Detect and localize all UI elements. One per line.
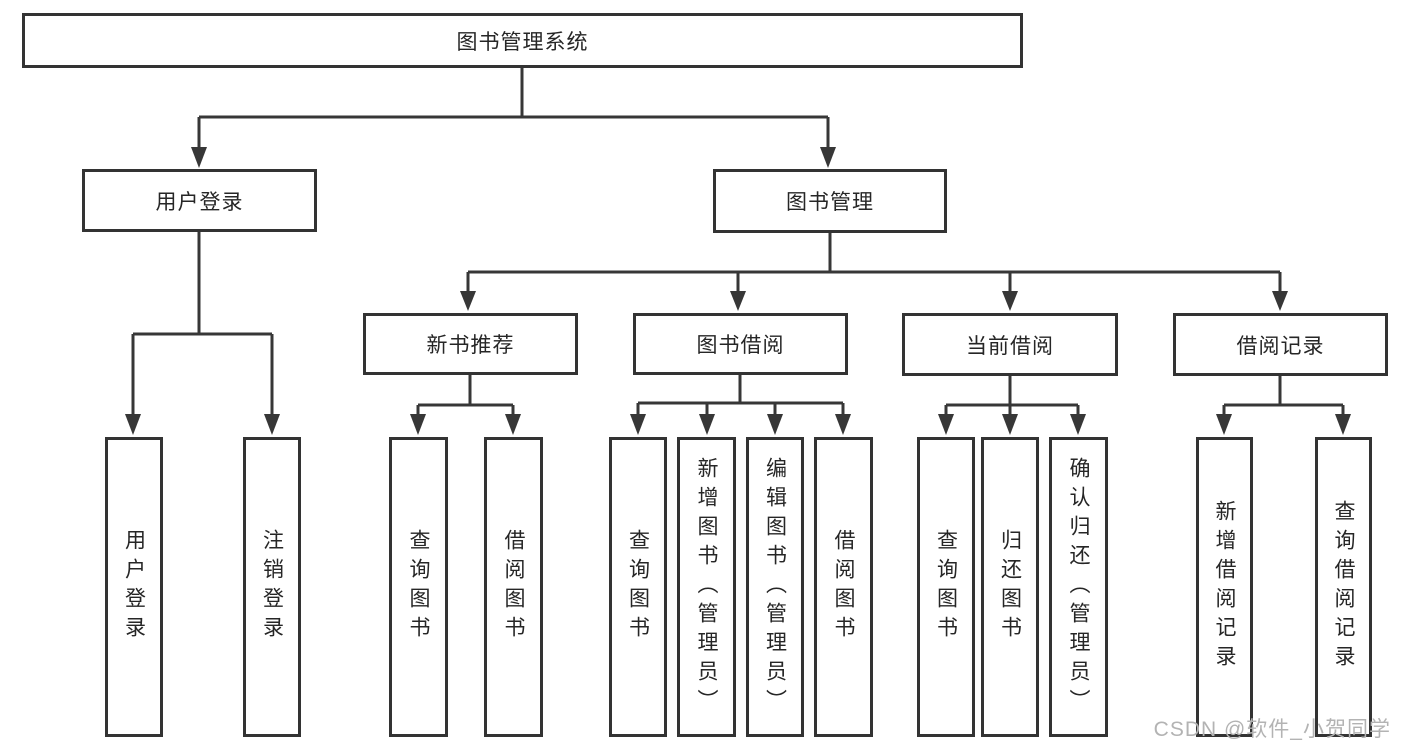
leaf-user-login: 用户登录 [105, 437, 163, 737]
leaf-br-query-record: 查询借阅记录 [1315, 437, 1372, 737]
arrowhead [460, 291, 476, 311]
arrowhead [1335, 414, 1351, 435]
node-current-borrow: 当前借阅 [902, 313, 1118, 376]
leaf-cb-return-books: 归还图书 [981, 437, 1039, 737]
node-user-login: 用户登录 [82, 169, 317, 232]
arrowhead [820, 147, 836, 168]
edge-user-login-children [131, 232, 274, 415]
arrowhead [191, 147, 207, 168]
arrowhead [938, 414, 954, 435]
arrowhead [835, 414, 851, 435]
arrowhead [767, 414, 783, 435]
arrowhead [1070, 414, 1086, 435]
edge-current-borrow-children [944, 375, 1080, 415]
edge-borrow-records-children [1222, 375, 1345, 415]
arrowhead [630, 414, 646, 435]
leaf-br-add-record: 新增借阅记录 [1196, 437, 1253, 737]
arrowhead [699, 414, 715, 435]
leaf-logout: 注销登录 [243, 437, 301, 737]
node-root: 图书管理系统 [22, 13, 1023, 68]
arrowhead [1002, 414, 1018, 435]
node-book-mgmt: 图书管理 [713, 169, 947, 233]
leaf-nb-borrow-books: 借阅图书 [484, 437, 543, 737]
leaf-bb-query-books: 查询图书 [609, 437, 667, 737]
arrowhead [1216, 414, 1232, 435]
leaf-cb-query-books: 查询图书 [917, 437, 975, 737]
node-new-books: 新书推荐 [363, 313, 578, 375]
node-borrow-records: 借阅记录 [1173, 313, 1388, 376]
edge-book-mgmt-children [466, 233, 1282, 292]
leaf-nb-query-books: 查询图书 [389, 437, 448, 737]
arrowhead [410, 414, 426, 435]
arrowhead [125, 414, 141, 435]
arrowhead [1002, 291, 1018, 311]
node-book-borrow: 图书借阅 [633, 313, 848, 375]
arrowhead [264, 414, 280, 435]
leaf-bb-edit-books-admin: 编辑图书（管理员） [746, 437, 804, 737]
arrowhead [1272, 291, 1288, 311]
arrowhead [730, 291, 746, 311]
leaf-bb-borrow-books: 借阅图书 [814, 437, 873, 737]
leaf-bb-add-books-admin: 新增图书（管理员） [677, 437, 736, 737]
edge-new-books-children [416, 374, 515, 415]
arrowhead [505, 414, 521, 435]
edge-book-borrow-children [636, 374, 845, 415]
leaf-cb-confirm-return-admin: 确认归还（管理员） [1049, 437, 1108, 737]
watermark-text: CSDN @软件_小贺同学 [1153, 718, 1391, 741]
edge-root-children [197, 68, 830, 148]
